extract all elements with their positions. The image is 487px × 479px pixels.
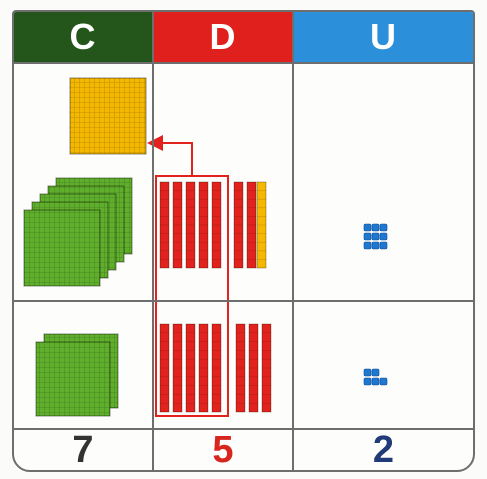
blue-unit-cube [364,242,371,249]
blue-unit-cube [380,242,387,249]
red-ten-rod [173,324,182,412]
blue-unit-cube [380,233,387,240]
total-unidades: 2 [294,430,473,470]
blue-unit-cube [372,369,379,376]
red-ten-rod [212,182,221,268]
lower-ten-rods [160,324,271,412]
red-ten-rod [186,182,195,268]
red-ten-rod [262,324,271,412]
upper-hundred-flats [24,78,146,286]
total-centenas-value: 7 [72,429,93,472]
red-ten-rod [160,324,169,412]
lower-unit-cubes [364,369,387,385]
regroup-arrow [151,143,192,176]
red-ten-rod [247,182,256,268]
red-ten-rod [249,324,258,412]
blue-unit-cube [372,224,379,231]
blue-unit-cube [364,233,371,240]
red-ten-rod [160,182,169,268]
green-hundred-flat [24,210,100,286]
total-centenas: 7 [14,430,152,470]
blue-unit-cube [364,378,371,385]
yellow-hundred-flat [70,78,146,154]
divider-rows [14,300,473,302]
red-ten-rod [186,324,195,412]
blue-unit-cube [364,369,371,376]
total-decenas-value: 5 [212,429,233,472]
red-ten-rod [212,324,221,412]
total-decenas: 5 [154,430,292,470]
manipulatives-illustration [14,12,473,470]
yellow-ten-rod [257,182,266,268]
divider-header [14,62,473,64]
divider-vertical-1 [152,12,154,470]
upper-ten-rods [160,182,266,268]
red-ten-rod [199,324,208,412]
red-ten-rod [234,182,243,268]
blue-unit-cube [380,378,387,385]
blue-unit-cube [372,233,379,240]
red-ten-rod [173,182,182,268]
total-unidades-value: 2 [373,429,394,472]
divider-vertical-2 [292,12,294,470]
red-ten-rod [236,324,245,412]
green-hundred-flat [36,342,110,416]
upper-unit-cubes [364,224,387,249]
blue-unit-cube [372,242,379,249]
red-ten-rod [199,182,208,268]
blue-unit-cube [364,224,371,231]
lower-hundred-flats [36,334,118,416]
blue-unit-cube [372,378,379,385]
place-value-table: C D U 7 5 2 [12,10,475,472]
blue-unit-cube [380,224,387,231]
